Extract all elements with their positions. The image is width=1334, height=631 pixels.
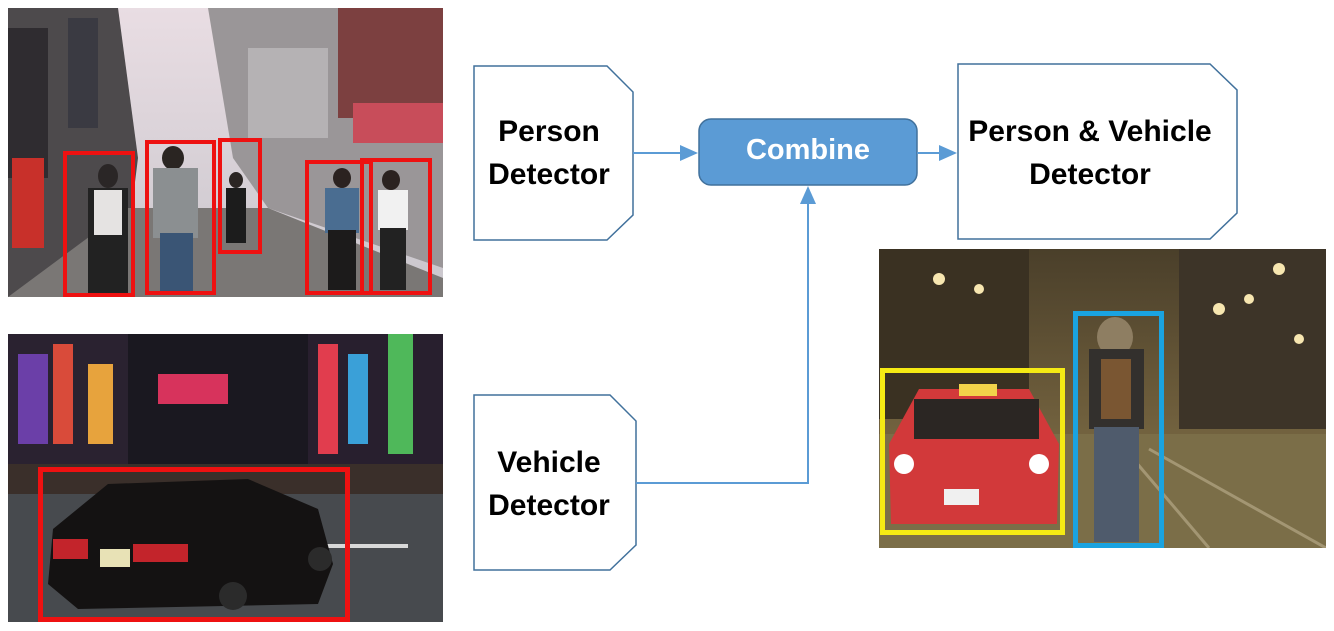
night-taxi-photo (8, 334, 443, 622)
person-detector-node (473, 65, 634, 241)
person-box (63, 151, 135, 297)
person-detector-label: Person Detector (474, 110, 624, 196)
person-box (218, 138, 262, 254)
taxi-and-pedestrian-photo (879, 249, 1326, 548)
person-box (360, 158, 432, 295)
arrow-vehicle-to-combine (636, 186, 816, 484)
vehicle-detector-label: Vehicle Detector (474, 441, 624, 527)
vehicle-box (38, 467, 350, 622)
person-detector-line2: Detector (488, 158, 610, 191)
vehicle-detector-line1: Vehicle (497, 446, 601, 479)
person-box (145, 140, 216, 295)
vehicle-box (880, 368, 1065, 535)
person-box (1073, 311, 1164, 548)
output-detector-label: Person & Vehicle Detector (958, 110, 1222, 196)
output-detector-node (957, 63, 1238, 240)
vehicle-detector-line2: Detector (488, 489, 610, 522)
person-detector-line1: Person (498, 115, 600, 148)
street-pedestrians-photo (8, 8, 443, 297)
person-box (305, 160, 373, 295)
combine-label: Combine (745, 134, 871, 166)
output-detector-line2: Detector (1029, 158, 1151, 191)
vehicle-detector-node (473, 394, 637, 571)
output-detector-line1: Person & Vehicle (968, 115, 1212, 148)
